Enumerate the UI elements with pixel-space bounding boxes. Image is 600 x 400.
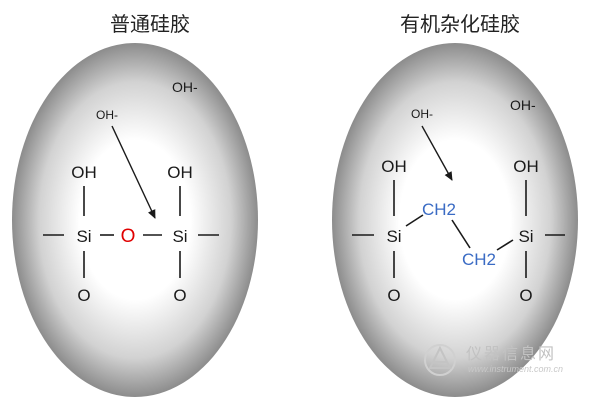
hydroxide-ion-label: OH-	[172, 79, 198, 95]
silicon-label: Si	[518, 227, 533, 246]
bond-line	[451, 219, 471, 249]
panel-regular-silica: OH- OH- OH OH Si O Si O O	[12, 43, 258, 397]
hydroxyl-label: OH	[513, 157, 539, 176]
methylene-group: CH2	[462, 250, 496, 269]
instrument-logo-icon	[424, 344, 456, 376]
panel-title-hybrid-silica: 有机杂化硅胶	[400, 12, 520, 36]
bond-line	[405, 214, 424, 227]
solvation-halo	[332, 43, 578, 397]
hydroxide-ion-label: OH-	[510, 97, 536, 113]
bridging-oxygen: O	[121, 226, 136, 247]
oxygen-label: O	[387, 286, 400, 305]
watermark: 仪器信息网 www.instrument.com.cn	[418, 338, 593, 382]
panel-hybrid-silica: OH- OH- OH OH Si Si CH2 CH2 O O	[332, 43, 578, 397]
silicon-label: Si	[76, 227, 91, 246]
hydroxyl-label: OH	[381, 157, 407, 176]
oxygen-label: O	[519, 286, 532, 305]
solvation-halo	[12, 43, 258, 397]
silicon-label: Si	[386, 227, 401, 246]
attack-arrow	[421, 125, 453, 181]
hydroxide-ion-label: OH-	[96, 108, 118, 122]
panel-title-regular-silica: 普通硅胶	[110, 12, 190, 36]
hydroxide-ion-label: OH-	[411, 107, 433, 121]
bond-line	[496, 239, 514, 251]
watermark-url: www.instrument.com.cn	[468, 364, 564, 374]
silicon-label: Si	[172, 227, 187, 246]
attack-arrow	[111, 125, 156, 219]
methylene-group: CH2	[422, 200, 456, 219]
hydroxyl-label: OH	[167, 163, 193, 182]
oxygen-label: O	[173, 286, 186, 305]
watermark-text: 仪器信息网	[466, 344, 557, 363]
hydroxyl-label: OH	[71, 163, 97, 182]
oxygen-label: O	[77, 286, 90, 305]
